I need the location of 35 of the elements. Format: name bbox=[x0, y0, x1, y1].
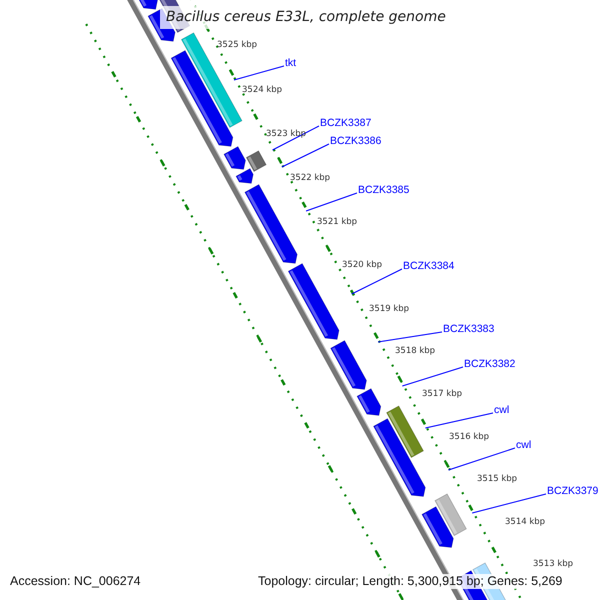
leader-line bbox=[306, 192, 358, 212]
scale-label: 3522 kbp bbox=[290, 174, 330, 182]
gene-label: BCZK3384 bbox=[403, 261, 454, 272]
leader-line bbox=[272, 126, 320, 150]
leader-line bbox=[351, 268, 402, 294]
scale-label: 3524 kbp bbox=[242, 86, 282, 94]
scale-label: 3521 kbp bbox=[317, 218, 358, 226]
scale-label: 3518 kbp bbox=[395, 347, 436, 356]
gene-label: cwl bbox=[494, 405, 510, 416]
scale-label: 3520 kbp bbox=[342, 261, 382, 270]
scale-label: 3516 kbp bbox=[449, 433, 490, 442]
leader-line bbox=[234, 66, 284, 80]
scale-label: 3515 kbp bbox=[477, 475, 518, 484]
gene-label: BCZK3379 bbox=[547, 486, 598, 496]
scale-label: 3513 kbp bbox=[533, 560, 574, 568]
scale-label: 3525 kbp bbox=[217, 41, 258, 50]
gene-label: BCZK3386 bbox=[330, 136, 382, 146]
leader-line bbox=[424, 412, 494, 428]
gene-label: BCZK3383 bbox=[443, 324, 494, 334]
leader-line bbox=[472, 494, 546, 514]
scale-label: 3523 kbp bbox=[266, 130, 306, 138]
gene-label: tkt bbox=[285, 58, 296, 68]
scale-label: 3517 kbp bbox=[422, 390, 462, 398]
gene-label: cwl bbox=[516, 440, 532, 450]
scale-label: 3519 kbp bbox=[369, 305, 410, 314]
info-text: Accession: NC_006274 bbox=[8, 574, 143, 588]
leader-line bbox=[448, 448, 516, 470]
leader-line bbox=[402, 366, 464, 386]
gene-label: BCZK3382 bbox=[464, 359, 516, 370]
leader-line bbox=[281, 144, 330, 168]
info-text: Topology: circular; Length: 5,300,915 bp; Genes: 5,269 bbox=[256, 574, 564, 588]
gene-label: BCZK3385 bbox=[358, 185, 410, 196]
leader-line bbox=[378, 332, 442, 342]
gene-label: BCZK3387 bbox=[320, 118, 372, 128]
scale-label: 3514 kbp bbox=[505, 518, 546, 526]
